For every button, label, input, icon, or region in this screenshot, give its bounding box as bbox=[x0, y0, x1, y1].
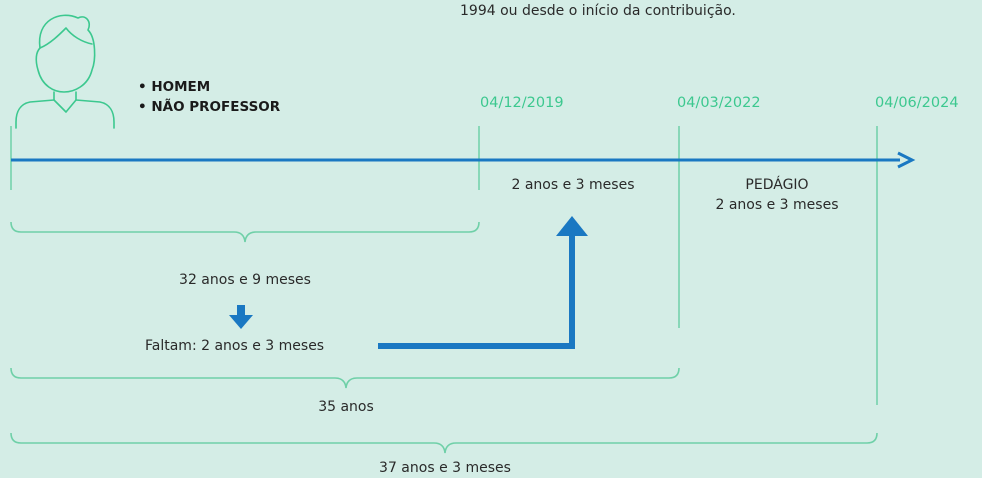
arrow-up-icon bbox=[556, 216, 588, 236]
connector-arrow-path bbox=[378, 232, 575, 349]
timeline-arrowhead-icon bbox=[897, 151, 916, 169]
top-note: 1994 ou desde o início da contribuição. bbox=[460, 3, 736, 19]
brace-contributed bbox=[10, 221, 480, 243]
brace-label-total: 37 anos e 3 meses bbox=[379, 460, 511, 476]
date-label-2022: 04/03/2022 bbox=[677, 95, 761, 111]
brace-label-required: 35 anos bbox=[318, 399, 374, 415]
brace-required bbox=[10, 367, 680, 389]
date-label-2024: 04/06/2024 bbox=[875, 95, 959, 111]
missing-time-label: Faltam: 2 anos e 3 meses bbox=[145, 338, 325, 354]
pedagio-value: 2 anos e 3 meses bbox=[715, 197, 839, 213]
brace-label-contributed: 32 anos e 9 meses bbox=[179, 272, 311, 288]
profile-category: • NÃO PROFESSOR bbox=[138, 99, 281, 115]
segment-label-first: 2 anos e 3 meses bbox=[511, 177, 635, 193]
brace-total bbox=[10, 432, 878, 454]
pedagio-title: PEDÁGIO bbox=[745, 177, 809, 193]
date-label-2019: 04/12/2019 bbox=[480, 95, 564, 111]
arrow-down-icon bbox=[229, 305, 253, 329]
profile-gender: • HOMEM bbox=[138, 79, 211, 95]
person-outline-icon bbox=[15, 14, 115, 129]
